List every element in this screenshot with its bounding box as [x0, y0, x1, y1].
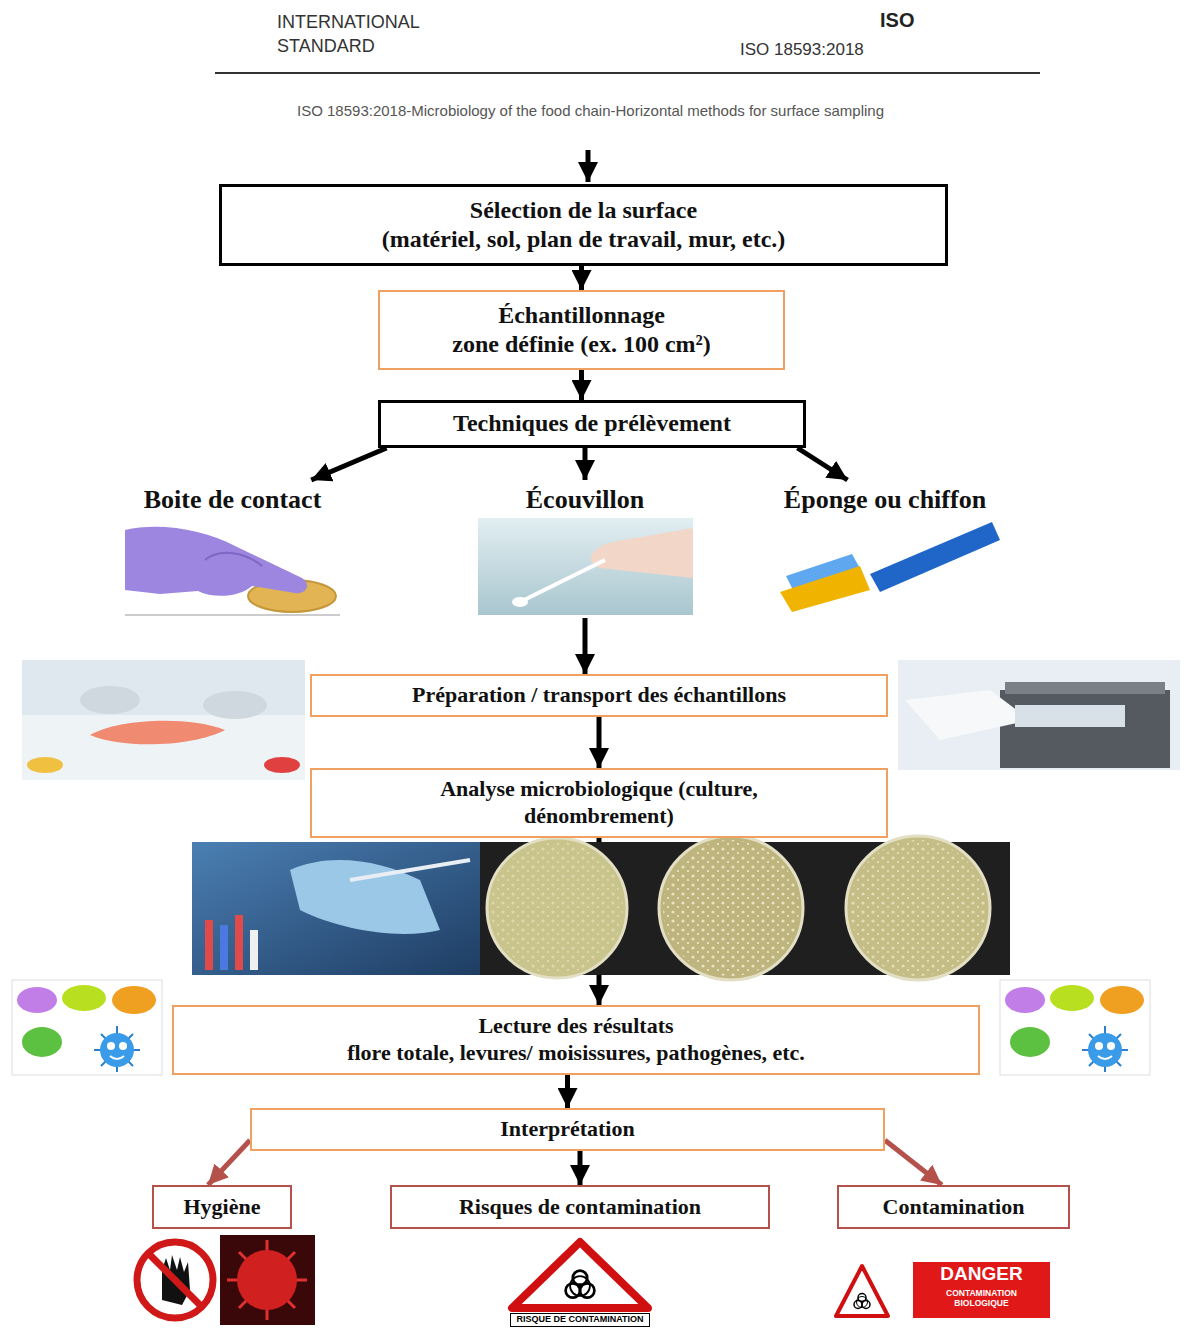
microbe-bubbles [1000, 980, 1150, 1075]
test-tube [205, 920, 213, 970]
method-figure: Éponge ou chiffon [760, 480, 1010, 618]
colonies [663, 840, 799, 976]
box-text: Écouvillon [526, 484, 644, 516]
intro-arrow [586, 150, 591, 182]
process-box: Sélection de la surface(matériel, sol, p… [219, 184, 948, 266]
flow-arrow [579, 370, 584, 400]
warning-triangle [512, 1242, 648, 1308]
flow-arrow [797, 448, 847, 480]
photo-ground [220, 1235, 315, 1325]
test-tube [250, 930, 258, 970]
dish [27, 757, 63, 773]
process-box: Interprétation [250, 1108, 885, 1151]
case-lid [1005, 682, 1165, 694]
box-text: Contamination [883, 1194, 1025, 1221]
outcome-box: Hygiène [152, 1185, 292, 1229]
gloved-hand [203, 691, 267, 719]
box-text: flore totale, levures/ moisissures, path… [347, 1040, 805, 1067]
gloved-hand [80, 686, 140, 714]
method-figure: Boite de contact [120, 480, 345, 618]
lab-coat-arm [905, 690, 1030, 740]
sign-caption: CONTAMINATION BIOLOGIQUE [930, 1289, 1033, 1309]
box-text: Hygiène [184, 1194, 261, 1221]
biohazard-symbol [566, 1271, 595, 1298]
colonies [491, 842, 623, 974]
process-box: Échantillonnagezone définie (ex. 100 cm²… [378, 290, 785, 370]
photo-ground [478, 518, 693, 615]
pipette [350, 860, 470, 880]
danger-word: DANGER [913, 1264, 1050, 1285]
flow-arrow [311, 448, 386, 480]
box-text: (matériel, sol, plan de travail, mur, et… [382, 225, 786, 254]
flow-arrow [597, 717, 602, 768]
swab-tip [512, 597, 528, 607]
flow-arrow [583, 618, 588, 674]
test-tube [220, 925, 228, 970]
biohazard-symbol [854, 1294, 870, 1309]
no-entry-sign [137, 1242, 213, 1318]
gloved-hand [290, 860, 440, 934]
process-box: Techniques de prélèvement [378, 400, 806, 448]
sponge-handle [870, 522, 1000, 592]
outcome-box: Contamination [837, 1185, 1070, 1229]
standard-title: ISO 18593:2018-Microbiology of the food … [297, 100, 1012, 123]
box-text: Analyse microbiologique (culture, dénomb… [384, 776, 814, 830]
outcome-box: Risques de contamination [390, 1185, 770, 1229]
sign-caption: RISQUE DE CONTAMINATION [510, 1313, 650, 1327]
photo-edge [125, 615, 340, 616]
glove-fold [205, 553, 262, 566]
standard-number: ISO 18593:2018 [740, 40, 910, 60]
no-entry-slash [149, 1254, 201, 1306]
danger-panel [913, 1262, 1050, 1318]
sponge-pad [780, 566, 870, 612]
flow-arrow [579, 266, 584, 290]
box-text: Préparation / transport des échantillons [412, 682, 786, 709]
box-text: Échantillonnage [498, 301, 665, 330]
box-text: Risques de contamination [459, 1194, 701, 1221]
swab-stick [524, 560, 605, 600]
virus [237, 1250, 297, 1310]
flow-arrow [208, 1140, 250, 1185]
fish-fillet [90, 721, 225, 745]
gloved-hand [125, 527, 307, 596]
dish [264, 757, 300, 773]
microbe-bubbles [12, 980, 162, 1075]
box-text: Interprétation [500, 1116, 634, 1143]
photo-ground [22, 660, 305, 780]
flow-arrow [578, 1151, 583, 1185]
process-box: Lecture des résultatsflore totale, levur… [172, 1005, 980, 1075]
box-text: zone définie (ex. 100 cm²) [452, 330, 710, 359]
petri-dish [846, 836, 990, 980]
box-text: Boite de contact [144, 484, 322, 516]
flow-arrow [565, 1075, 570, 1108]
standard-type: INTERNATIONAL STANDARD [277, 10, 452, 59]
transport-case [1000, 690, 1170, 768]
lab-bench [22, 715, 305, 780]
box-text: Lecture des résultats [478, 1013, 673, 1040]
photo-ground [125, 520, 340, 615]
sample-bag [1015, 705, 1125, 727]
box-text: Sélection de la surface [470, 196, 697, 225]
flow-arrow [583, 448, 588, 480]
photo-ground [130, 1235, 315, 1325]
standard-body: ISO [880, 8, 940, 32]
hand [591, 528, 693, 578]
colonies [850, 840, 986, 976]
warning-triangle [836, 1266, 888, 1316]
header-rule [215, 72, 1040, 74]
petri-dish [659, 836, 803, 980]
process-box: Analyse microbiologique (culture, dénomb… [310, 768, 888, 838]
flow-arrow [885, 1140, 942, 1185]
test-tube [235, 915, 243, 970]
virus-spikes [227, 1240, 307, 1320]
photo-ground [898, 660, 1180, 770]
method-figure: Écouvillon [475, 480, 695, 618]
petri-dish [487, 838, 627, 978]
box-text: Éponge ou chiffon [784, 484, 986, 516]
box-text: Techniques de prélèvement [453, 409, 731, 438]
process-box: Préparation / transport des échantillons [310, 674, 888, 717]
photo-ground [192, 842, 480, 975]
